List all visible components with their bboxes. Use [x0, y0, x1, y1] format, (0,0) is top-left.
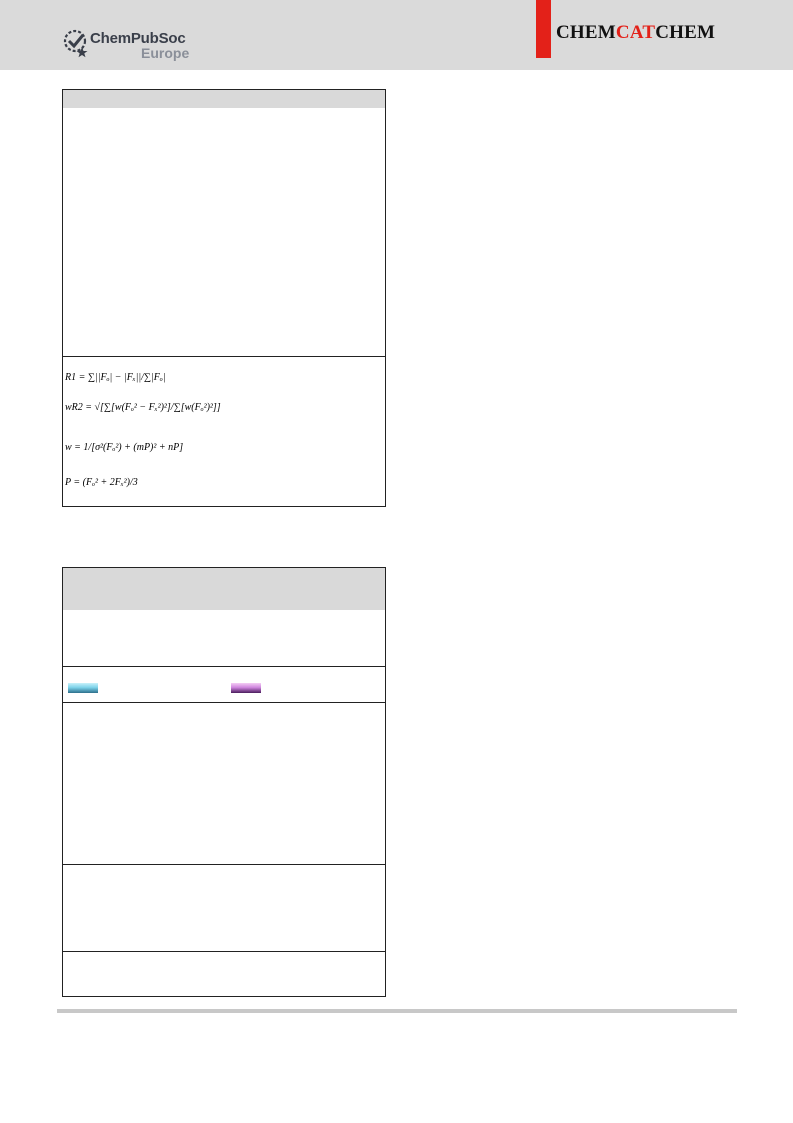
table-divider: [63, 864, 385, 866]
crystal-data-table: R1 = ∑||Fₒ| − |Fₓ||/∑|Fₒ| wR2 = √[∑[w(Fₒ…: [62, 89, 386, 507]
journal-title-part1: CHEM: [556, 22, 616, 43]
chempubsoc-logo-icon: [63, 29, 88, 58]
table-header-band: [63, 568, 385, 610]
equation-wr2: wR2 = √[∑[w(Fₒ² − Fₓ²)²]/∑[w(Fₒ²)²]]: [65, 402, 221, 413]
second-table: [62, 567, 386, 997]
table-divider: [63, 702, 385, 704]
magenta-color-swatch: [231, 683, 261, 693]
publisher-logo: ChemPubSoc Europe: [62, 26, 192, 62]
equation-r1: R1 = ∑||Fₒ| − |Fₓ||/∑|Fₒ|: [65, 372, 166, 383]
publisher-name: ChemPubSoc: [90, 30, 186, 47]
journal-title: CHEMCATCHEM: [556, 22, 715, 44]
equation-weight: w = 1/[σ²(Fₒ²) + (mP)² + nP]: [65, 442, 184, 453]
footer-rule: [57, 1009, 737, 1013]
journal-title-part3: CHEM: [655, 22, 716, 43]
publisher-region: Europe: [141, 45, 190, 61]
table-divider: [63, 951, 385, 953]
page-header: ChemPubSoc Europe CHEMCATCHEM: [0, 0, 793, 70]
table-divider: [63, 356, 385, 358]
journal-accent-bar: [536, 0, 551, 58]
table-header-band: [63, 90, 385, 108]
journal-title-part2: CAT: [615, 22, 656, 43]
equation-p: P = (Fₒ² + 2Fₓ²)/3: [65, 477, 138, 488]
cyan-color-swatch: [68, 683, 98, 693]
table-divider: [63, 666, 385, 668]
